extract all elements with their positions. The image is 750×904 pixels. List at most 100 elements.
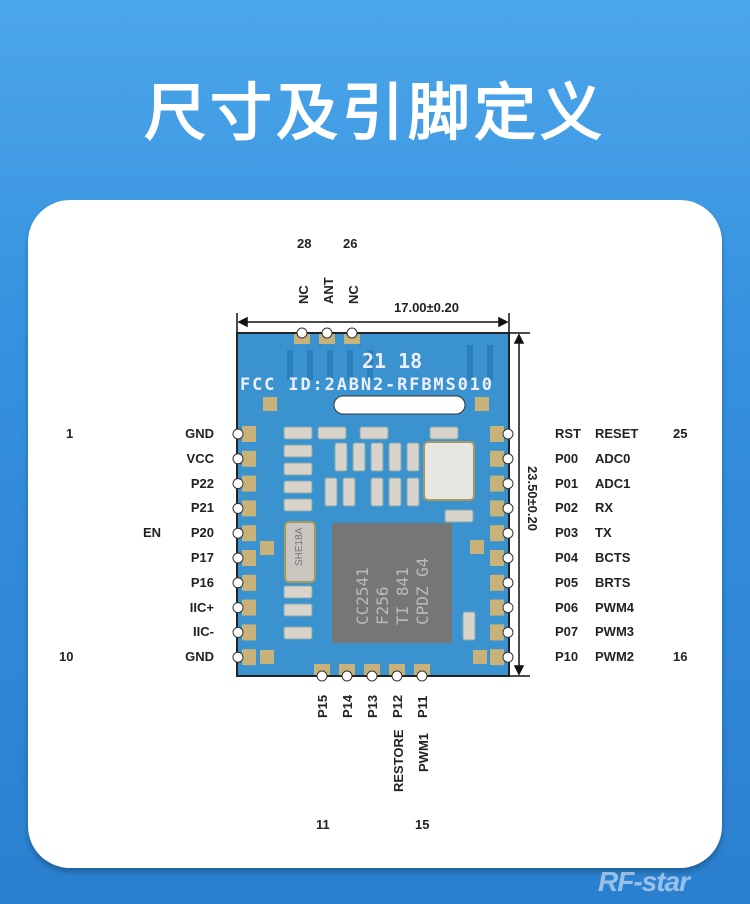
right-pin-pad [490, 475, 504, 492]
left-pin-pad [242, 426, 256, 442]
left-pin-hole [232, 527, 244, 539]
top-pin-pad [294, 334, 310, 344]
right-pin-name: P10 [555, 649, 579, 664]
page-title: 尺寸及引脚定义 [143, 76, 606, 149]
right-pin-function: PWM4 [595, 600, 634, 615]
right-pin-pad [490, 426, 504, 442]
right-pin-hole [502, 478, 514, 490]
pin-number-11: 11 [316, 817, 330, 832]
left-pin-hole [232, 626, 244, 638]
right-pin-name: P00 [555, 451, 579, 466]
smd-components [283, 426, 476, 641]
svg-text:TI 841: TI 841 [393, 567, 412, 625]
dimension-width [236, 313, 510, 333]
right-pin-function: PWM2 [595, 649, 634, 664]
bottom-pin-hole [316, 670, 328, 682]
left-pin-pad [242, 525, 256, 542]
antenna-trace [287, 345, 493, 380]
right-pin-pad [490, 550, 504, 566]
right-pin-name: P04 [555, 550, 579, 565]
bottom-pin-name: P12 [390, 694, 405, 718]
dimension-height [509, 332, 530, 677]
en-label: EN [143, 525, 162, 540]
right-pin-name: RST [555, 426, 581, 441]
bottom-pin-pad [364, 664, 380, 675]
right-pin-function: TX [595, 525, 612, 540]
left-pin-pad [242, 500, 256, 517]
svg-text:CC2541: CC2541 [353, 567, 372, 625]
crystal-marking: SHE18A [294, 527, 305, 566]
top-pin-pad [319, 334, 335, 344]
right-pin-name: P03 [555, 525, 579, 540]
width-dimension-label: 17.00±0.20 [394, 300, 459, 315]
right-pin-name: P01 [555, 476, 579, 491]
bottom-pin-function: PWM1 [416, 733, 431, 772]
left-pin-pad [242, 599, 256, 616]
right-pin-hole [502, 552, 514, 564]
pin-number-16: 16 [673, 649, 688, 664]
left-pin-hole [232, 478, 244, 490]
top-pin-hole [321, 327, 333, 339]
bottom-pin-hole [341, 670, 353, 682]
left-pin-name: IIC- [193, 624, 214, 639]
right-pin-hole [502, 577, 514, 589]
right-pin-hole [502, 602, 514, 614]
bottom-pin-name: P14 [340, 694, 355, 718]
right-pin-function: ADC0 [595, 451, 631, 466]
bottom-pin-hole [366, 670, 378, 682]
board-marking-date: 21 18 [362, 349, 422, 373]
left-pin-pad [242, 649, 256, 666]
right-pin-name: P06 [555, 600, 579, 615]
svg-text:CPDZ G4: CPDZ G4 [413, 558, 432, 625]
left-pin-name: VCC [186, 451, 214, 466]
left-pin-hole [232, 602, 244, 614]
right-pin-pad [490, 574, 504, 591]
pin-number-26: 26 [343, 236, 358, 251]
chip-marking: CC2541 F256 TI 841 CPDZ G4 [353, 558, 432, 625]
left-pin-hole [232, 502, 244, 514]
left-pin-name: P21 [190, 500, 214, 515]
left-pin-name: GND [185, 426, 214, 441]
bottom-pin-pad [339, 664, 355, 675]
pin-number-10: 10 [59, 649, 74, 664]
right-pin-function: BRTS [595, 575, 631, 590]
bottom-pin-hole [416, 670, 428, 682]
right-pin-hole [502, 626, 514, 638]
right-pin-hole [502, 651, 514, 663]
pin-number-1: 1 [66, 426, 74, 441]
right-pin-name: P07 [555, 624, 579, 639]
bottom-pin-pad [389, 664, 405, 675]
pin-number-25: 25 [673, 426, 688, 441]
bottom-pin-hole [391, 670, 403, 682]
right-pin-hole [502, 527, 514, 539]
left-pin-hole [232, 552, 244, 564]
bottom-pin-name: P13 [365, 694, 380, 718]
right-pin-function: BCTS [595, 550, 631, 565]
right-pin-function: PWM3 [595, 624, 634, 639]
board-slot [333, 395, 466, 415]
left-pin-pad [242, 550, 256, 566]
pin-number-15: 15 [415, 817, 430, 832]
left-pin-pad [242, 624, 256, 641]
left-pin-name: P17 [190, 550, 214, 565]
bottom-pin-function: RESTORE [391, 729, 406, 792]
rf-star-watermark: RF-star [598, 866, 690, 897]
bottom-pin-name: P11 [415, 695, 430, 718]
left-pin-hole [232, 577, 244, 589]
right-pin-pad [490, 525, 504, 542]
height-dimension-label: 23.50±0.20 [525, 466, 540, 531]
right-pin-hole [502, 428, 514, 440]
left-pin-pad [242, 450, 256, 467]
top-pin-label: NC [346, 285, 361, 304]
right-pin-hole [502, 453, 514, 465]
right-pin-hole [502, 502, 514, 514]
right-pin-pad [490, 599, 504, 616]
right-pin-function: ADC1 [595, 476, 631, 491]
right-pin-pad [490, 450, 504, 467]
left-pin-name: IIC+ [189, 600, 214, 615]
left-pin-hole [232, 428, 244, 440]
left-pin-name: P20 [190, 525, 214, 540]
right-pin-pad [490, 624, 504, 641]
right-pin-name: P05 [555, 575, 579, 590]
